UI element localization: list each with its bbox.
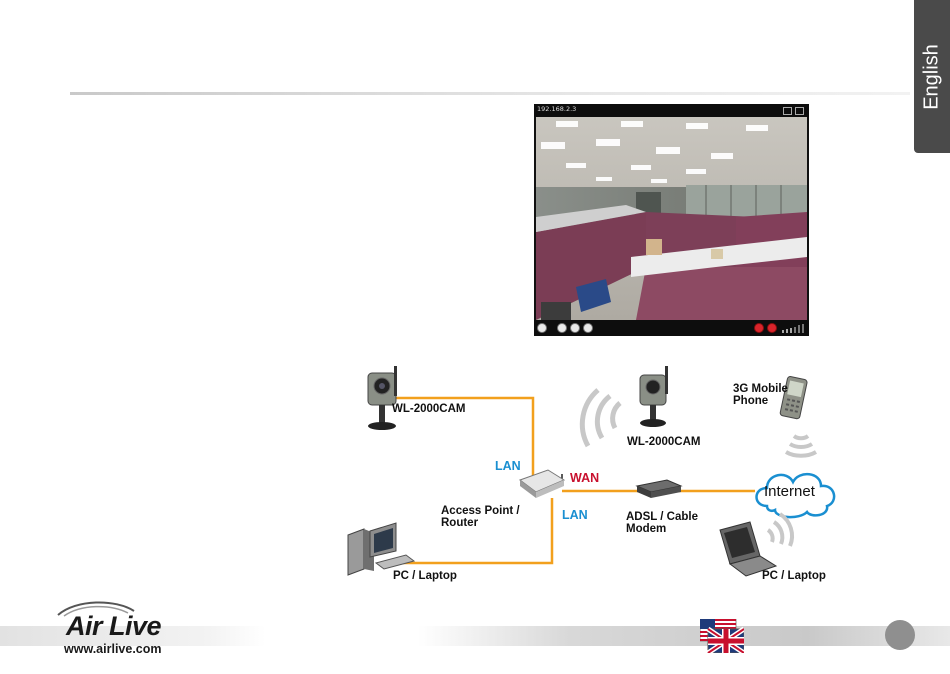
viewer-top-bar: 192.168.2.3	[534, 104, 809, 117]
header-rule	[70, 92, 910, 95]
laptop-icon	[720, 522, 776, 576]
label-camera-wireless: WL-2000CAM	[627, 436, 700, 448]
mute-icon[interactable]	[767, 323, 777, 333]
modem-icon	[637, 480, 681, 498]
router-icon	[520, 470, 564, 498]
label-lan-bottom: LAN	[562, 509, 588, 521]
label-internet: Internet	[764, 483, 815, 500]
wireless-camera-icon	[640, 366, 668, 427]
desktop-pc-icon	[348, 523, 414, 575]
fullscreen-icon[interactable]	[795, 107, 804, 115]
phone-signal-waves-icon	[786, 436, 816, 456]
office-scene-image	[536, 117, 807, 320]
brand-url[interactable]: www.airlive.com	[64, 642, 162, 656]
label-access-point: Access Point / Router	[441, 505, 520, 529]
snapshot-icon[interactable]	[783, 107, 792, 115]
zoom-icon[interactable]	[537, 323, 547, 333]
camera-viewer: 192.168.2.3	[534, 104, 809, 336]
page-number-badge	[885, 620, 915, 650]
label-modem: ADSL / Cable Modem	[626, 511, 698, 535]
signal-strength-icon	[782, 324, 806, 333]
brand-logo: Air Live	[66, 611, 161, 642]
wireless-waves-icon	[582, 390, 620, 446]
record-icon[interactable]	[754, 323, 764, 333]
language-label: English	[921, 44, 944, 110]
label-lan-top: LAN	[495, 460, 521, 472]
pause-icon[interactable]	[557, 323, 567, 333]
diagram-graphics	[330, 358, 870, 598]
label-camera-lan: WL-2000CAM	[392, 403, 465, 415]
play-icon[interactable]	[570, 323, 580, 333]
viewer-video-feed	[536, 117, 807, 320]
label-wan: WAN	[570, 472, 599, 484]
label-mobile-phone: 3G Mobile Phone	[733, 383, 788, 407]
viewer-controls	[534, 320, 809, 336]
uk-us-flag-icon[interactable]	[700, 619, 744, 653]
language-tab: English	[914, 0, 950, 153]
network-diagram: WL-2000CAM WL-2000CAM 3G Mobile Phone LA…	[330, 358, 870, 598]
label-pc-right: PC / Laptop	[762, 570, 826, 582]
label-pc-left: PC / Laptop	[393, 570, 457, 582]
laptop-wireless-waves-icon	[768, 514, 792, 546]
ip-camera-icon	[368, 366, 397, 430]
stop-icon[interactable]	[583, 323, 593, 333]
viewer-ip-address: 192.168.2.3	[537, 105, 576, 113]
